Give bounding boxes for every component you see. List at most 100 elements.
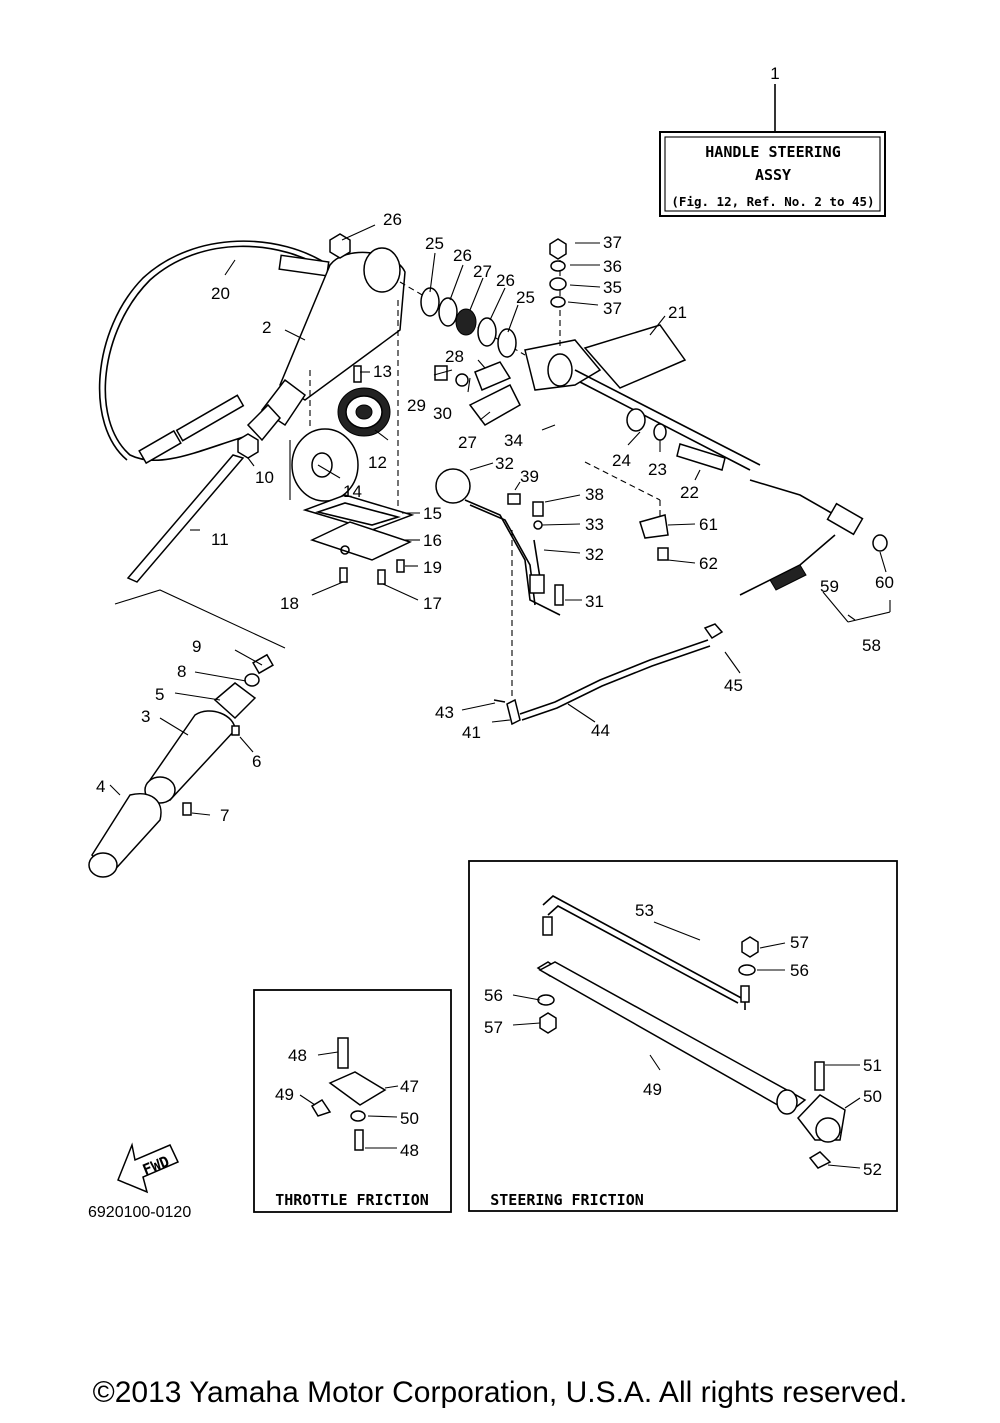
callout: 22 [680, 483, 699, 502]
callout: 41 [462, 723, 481, 742]
callout: 14 [343, 482, 362, 501]
copyright-notice: ©2013 Yamaha Motor Corporation, U.S.A. A… [92, 1376, 908, 1409]
callout: 15 [423, 504, 442, 523]
shift-lever [435, 461, 661, 700]
callout: 61 [699, 515, 718, 534]
callout: 56 [484, 986, 503, 1005]
screw-62 [657, 547, 669, 561]
callout: 32 [495, 454, 514, 473]
callout: 23 [648, 460, 667, 479]
rod-11 [126, 454, 245, 583]
callout: 47 [400, 1077, 419, 1096]
washers-25-27 [399, 281, 526, 358]
link-rod [493, 623, 724, 726]
callout: 51 [863, 1056, 882, 1075]
callout: 5 [155, 685, 164, 704]
nut-10 [237, 433, 259, 459]
callout: 58 [862, 636, 881, 655]
callout: 12 [368, 453, 387, 472]
callout: 62 [699, 554, 718, 573]
steering-friction-inset: STEERING FRICTION [468, 860, 898, 1212]
plate-16 [309, 521, 413, 561]
bracket-29-32 [434, 361, 521, 426]
assy-reference-box: 1 HANDLE STEERING ASSY (Fig. 12, Ref. No… [659, 64, 886, 217]
callout: 31 [585, 592, 604, 611]
bolt-22-24 [626, 408, 726, 471]
callout: 56 [790, 961, 809, 980]
nut-28 [329, 233, 351, 259]
throttle-friction-inset: THROTTLE FRICTION [253, 989, 452, 1213]
callout: 10 [255, 468, 274, 487]
callout: 19 [423, 558, 442, 577]
callout: 35 [603, 278, 622, 297]
grip-assembly [88, 653, 274, 878]
callout: 60 [875, 573, 894, 592]
cover-14 [289, 428, 359, 502]
callout: 57 [790, 933, 809, 952]
callout: 28 [445, 347, 464, 366]
callout: 21 [668, 303, 687, 322]
throttle-friction-title: THROTTLE FRICTION [275, 1191, 429, 1209]
throttle-housing [246, 247, 406, 508]
callout: 53 [635, 901, 654, 920]
callout: 57 [484, 1018, 503, 1037]
callout: 37 [603, 299, 622, 318]
callout: 13 [373, 362, 392, 381]
callout: 36 [603, 257, 622, 276]
callout: 44 [591, 721, 610, 740]
callout: 37 [603, 233, 622, 252]
callout: 24 [612, 451, 631, 470]
callout: 18 [280, 594, 299, 613]
callout: 20 [211, 284, 230, 303]
callout: 29 [407, 396, 426, 415]
fwd-arrow: FWD [117, 1142, 180, 1194]
callout: 9 [192, 637, 201, 656]
steering-bracket-21 [524, 250, 761, 471]
callout: 2 [262, 318, 271, 337]
callout: 48 [400, 1141, 419, 1160]
callout: 52 [863, 1160, 882, 1179]
pin-13 [353, 365, 362, 383]
callout: 43 [435, 703, 454, 722]
steering-friction-title: STEERING FRICTION [490, 1191, 644, 1209]
callout: 34 [504, 431, 523, 450]
figure-code: 6920100-0120 [88, 1204, 192, 1221]
callout: 38 [585, 485, 604, 504]
callout: 27 [458, 433, 477, 452]
callout: 17 [423, 594, 442, 613]
assy-line-1: HANDLE STEERING [705, 143, 840, 161]
callout: 11 [211, 530, 229, 549]
shift-cable [739, 479, 891, 623]
callout-1: 1 [770, 64, 779, 83]
callout: 30 [433, 404, 452, 423]
gear-12 [337, 387, 391, 437]
callout: 25 [425, 234, 444, 253]
callout: 59 [820, 577, 839, 596]
callout: 26 [496, 271, 515, 290]
callout: 7 [220, 806, 229, 825]
callout: 25 [516, 288, 535, 307]
callout: 49 [275, 1085, 294, 1104]
callout: 3 [141, 707, 150, 726]
leader-lines [109, 242, 887, 1169]
callout: 50 [400, 1109, 419, 1128]
callout: 26 [383, 210, 402, 229]
callout: 4 [96, 777, 105, 796]
callout: 26 [453, 246, 472, 265]
screws-17-19 [339, 559, 405, 585]
callout: 16 [423, 531, 442, 550]
callout: 33 [585, 515, 604, 534]
clamp-61 [639, 514, 669, 539]
callout: 8 [177, 662, 186, 681]
callout: 48 [288, 1046, 307, 1065]
callout: 6 [252, 752, 261, 771]
nuts-37-41 [549, 238, 567, 308]
callout: 32 [585, 545, 604, 564]
callout: 49 [643, 1080, 662, 1099]
callout: 50 [863, 1087, 882, 1106]
callout: 39 [520, 467, 539, 486]
throttle-cable [98, 240, 331, 465]
assy-line-2: ASSY [755, 166, 791, 184]
callout: 45 [724, 676, 743, 695]
